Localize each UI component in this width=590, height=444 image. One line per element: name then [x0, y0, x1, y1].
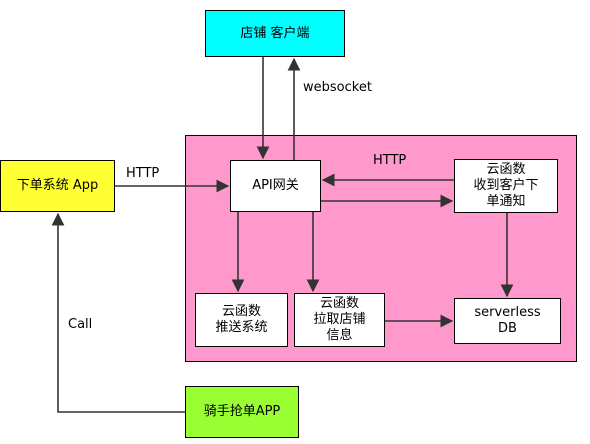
label-call: Call	[68, 317, 93, 332]
store-client-node: 店铺 客户端	[205, 10, 345, 57]
label-http-right: HTTP	[373, 153, 407, 168]
fn-order-notify-node: 云函数 收到客户下 单通知	[454, 159, 558, 213]
rider-app-node: 骑手抢单APP	[185, 386, 299, 438]
order-app-node: 下单系统 App	[0, 160, 115, 212]
label-http-left: HTTP	[126, 166, 160, 181]
api-gateway-node: API网关	[230, 160, 321, 212]
edge-rider-to-orderapp	[51, 212, 185, 413]
fn-fetch-store-node: 云函数 拉取店铺 信息	[294, 293, 385, 347]
fn-push-node: 云函数 推送系统	[195, 293, 288, 347]
label-websocket: websocket	[303, 80, 372, 95]
serverless-db-node: serverless DB	[454, 298, 561, 344]
